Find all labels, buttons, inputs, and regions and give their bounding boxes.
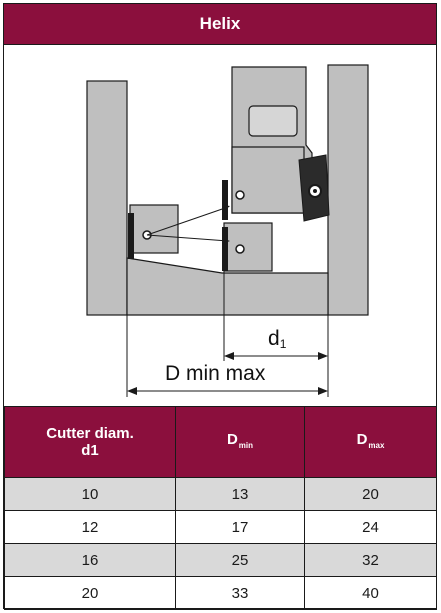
table-row: 20 33 40 <box>4 576 437 610</box>
dminmax-label: D min max <box>165 362 266 385</box>
table-header-row: Cutter diam. d1 Dmin Dmax <box>4 406 437 478</box>
table-row: 12 17 24 <box>4 510 437 544</box>
helix-spec-card: Helix <box>3 3 437 610</box>
header-dmax: Dmax <box>304 406 437 478</box>
title-bar: Helix <box>4 4 436 44</box>
cutter-edge-bottom <box>222 227 228 271</box>
helix-drawing <box>86 64 369 397</box>
floor-ramp <box>126 257 329 316</box>
header-dmin: Dmin <box>175 406 305 478</box>
left-cutter-body <box>129 204 179 254</box>
tool-body <box>231 146 305 214</box>
cutter-spec-table: Cutter diam. d1 Dmin Dmax 10 13 20 12 17 <box>4 406 437 610</box>
cutter-edge-left <box>128 213 134 259</box>
cutter-edge-top <box>222 180 228 220</box>
title-text: Helix <box>199 14 241 33</box>
left-wall <box>86 80 128 316</box>
table-row: 10 13 20 <box>4 477 437 511</box>
lower-cutter-body <box>223 222 273 272</box>
d1-label: d1 <box>268 327 287 351</box>
table-row: 16 25 32 <box>4 543 437 577</box>
right-wall <box>327 64 369 316</box>
helix-diagram: d1 D min max <box>4 44 436 407</box>
header-cutter-diam: Cutter diam. d1 <box>4 406 176 478</box>
shank-slot <box>248 105 298 137</box>
